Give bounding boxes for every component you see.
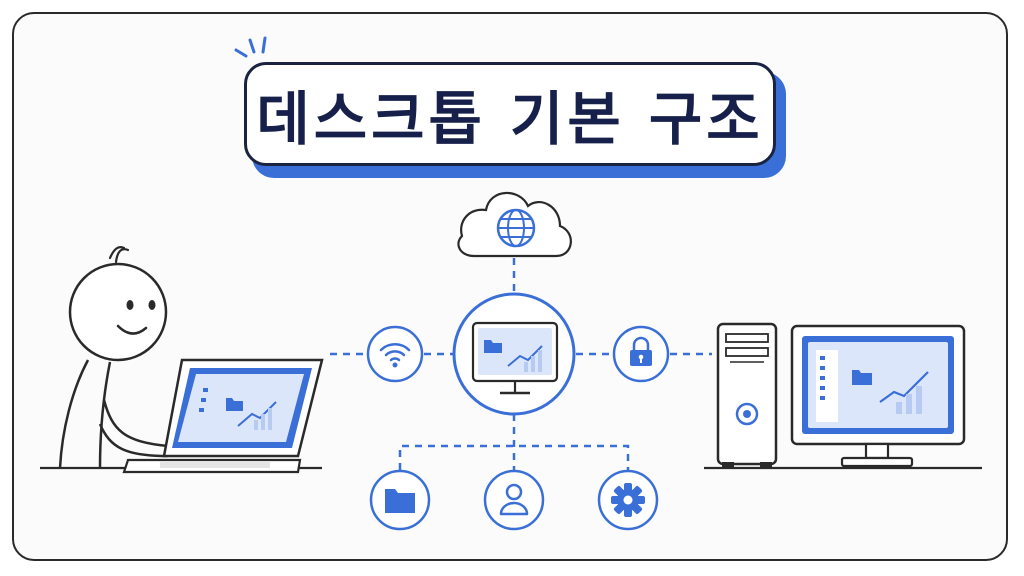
gear-icon — [597, 469, 659, 531]
title-box: 데스크톱 기본 구조 — [244, 62, 776, 166]
connector-lines — [330, 258, 712, 470]
lock-icon — [612, 325, 670, 383]
emphasis-marks — [234, 36, 267, 58]
person-with-laptop — [40, 246, 324, 474]
central-desktop-node — [452, 292, 576, 416]
desktop-computer — [704, 322, 982, 470]
folder-icon — [369, 469, 431, 531]
wifi-icon — [366, 325, 424, 383]
page-title: 데스크톱 기본 구조 — [256, 85, 764, 153]
user-icon — [483, 469, 545, 531]
cloud-globe-icon — [457, 191, 572, 258]
